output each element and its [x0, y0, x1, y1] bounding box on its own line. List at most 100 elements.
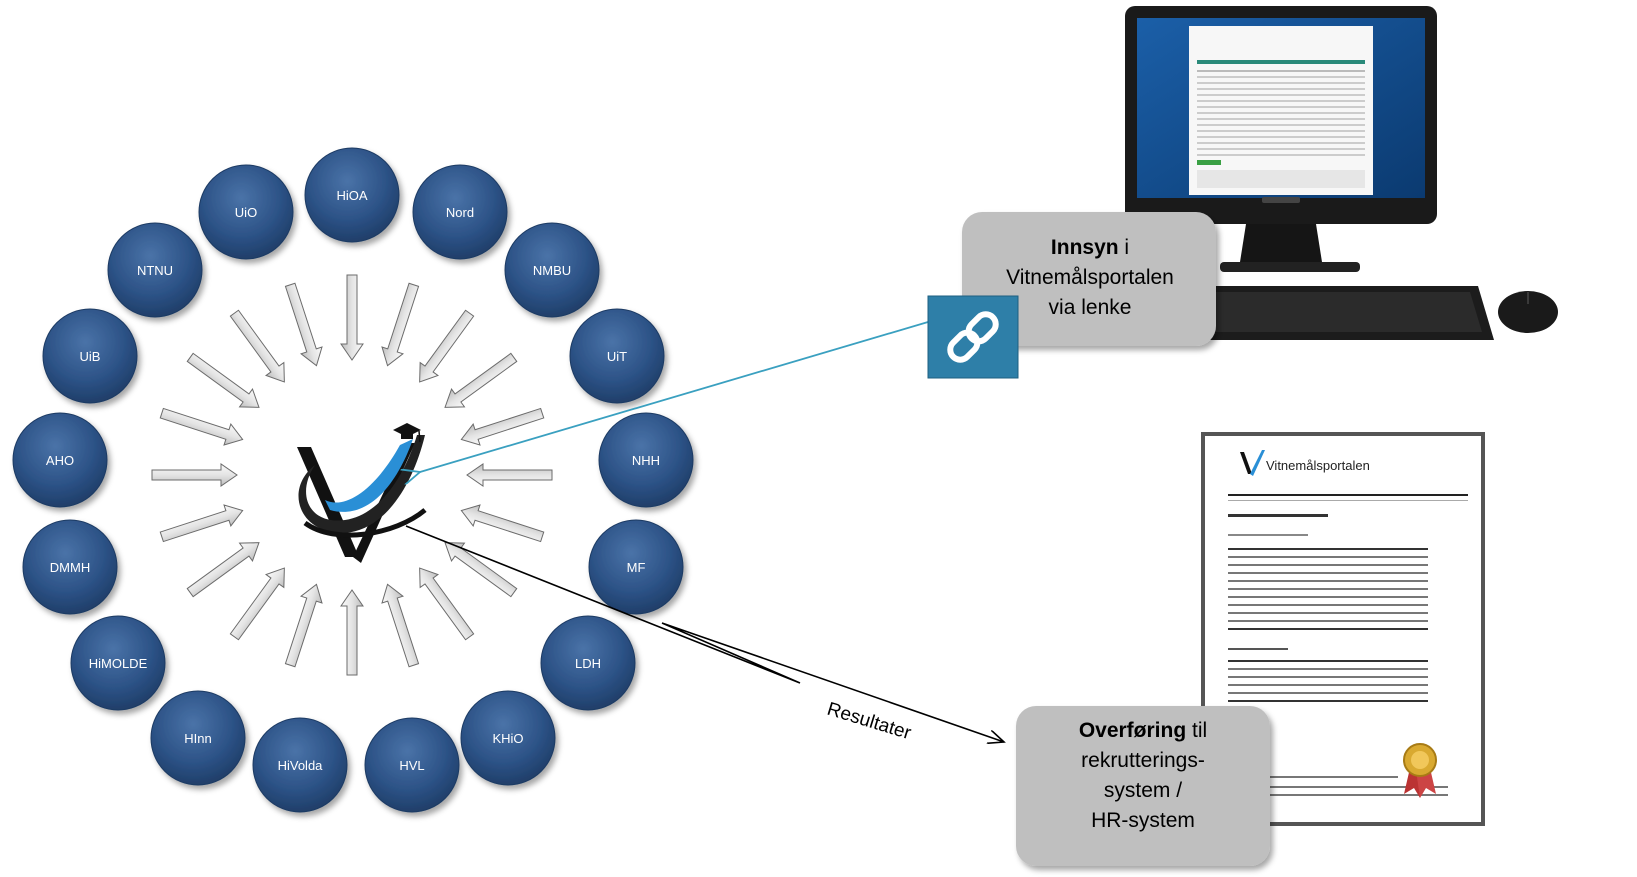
inbound-arrow — [284, 583, 323, 668]
institution-hioa: HiOA — [304, 147, 400, 243]
inbound-arrow — [340, 274, 364, 361]
inbound-arrow — [444, 542, 518, 598]
institution-label: HVL — [399, 758, 424, 773]
chain-link-icon[interactable] — [927, 295, 1019, 379]
inbound-arrow — [186, 542, 260, 598]
institution-circle — [70, 615, 166, 711]
overforing-line2: rekrutterings- — [1081, 749, 1205, 772]
inbound-arrow — [460, 407, 545, 446]
graduation-cap-icon — [393, 423, 421, 443]
innsyn-box — [962, 212, 1216, 346]
institution-dmmh: DMMH — [22, 519, 118, 615]
institution-label: HiOA — [336, 188, 367, 203]
institution-hvl: HVL — [364, 717, 460, 813]
document-logo — [1240, 450, 1265, 476]
institution-circle — [22, 519, 118, 615]
institution-circle — [364, 717, 460, 813]
institution-label: MF — [627, 560, 646, 575]
inbound-arrow — [460, 504, 545, 543]
innsyn-line2: Vitnemålsportalen — [1006, 266, 1174, 289]
inbound-arrow — [229, 309, 285, 383]
institution-label: UiB — [80, 349, 101, 364]
institution-label: UiO — [235, 205, 257, 220]
institution-uit: UiT — [569, 308, 665, 404]
results-document: Vitnemålsportalen — [1201, 432, 1485, 826]
inbound-arrow — [419, 567, 475, 641]
institution-label: KHiO — [492, 731, 523, 746]
institution-label: NHH — [632, 453, 660, 468]
innsyn-bold: Innsyn — [1051, 236, 1119, 259]
institution-ldh: LDH — [540, 615, 636, 711]
institution-khio: KHiO — [460, 690, 556, 786]
inbound-arrow — [444, 352, 518, 408]
institution-circle — [42, 308, 138, 404]
institution-circle — [540, 615, 636, 711]
portal-page-thumbnail — [1197, 60, 1365, 188]
vitnemal-logo-icon — [297, 423, 427, 563]
inbound-arrow — [381, 282, 420, 367]
inbound-arrow — [284, 282, 323, 367]
overforing-line4: HR-system — [1091, 809, 1195, 832]
institution-ntnu: NTNU — [107, 222, 203, 318]
institution-label: HiMOLDE — [89, 656, 148, 671]
institution-label: HiVolda — [278, 758, 324, 773]
institution-label: AHO — [46, 453, 74, 468]
overforing-line3: system / — [1104, 779, 1182, 802]
inbound-arrow — [151, 463, 238, 487]
institution-circle — [412, 164, 508, 260]
institution-label: DMMH — [50, 560, 90, 575]
certificate-seal-icon — [1403, 743, 1437, 798]
institution-mf: MF — [588, 519, 684, 615]
document-table-2 — [1228, 660, 1428, 702]
institution-circle — [598, 412, 694, 508]
institution-nmbu: NMBU — [504, 222, 600, 318]
overforing-line1: Overføring til — [1079, 719, 1207, 742]
institution-circle — [252, 717, 348, 813]
inbound-arrow — [340, 589, 364, 676]
institution-circle — [304, 147, 400, 243]
institution-circle — [150, 690, 246, 786]
overforing-rest: til — [1186, 719, 1207, 742]
inbound-arrow — [159, 504, 244, 543]
institution-label: LDH — [575, 656, 601, 671]
institution-hinn: HInn — [150, 690, 246, 786]
institution-label: HInn — [184, 731, 211, 746]
inbound-arrow — [381, 583, 420, 668]
institution-label: Nord — [446, 205, 474, 220]
institution-uib: UiB — [42, 308, 138, 404]
institution-circle — [12, 412, 108, 508]
inbound-arrows — [151, 274, 553, 676]
results-flow-arrow — [405, 525, 1004, 742]
document-table-1 — [1228, 548, 1428, 630]
institution-label: UiT — [607, 349, 627, 364]
innsyn-rest: i — [1119, 236, 1130, 259]
innsyn-line3: via lenke — [1049, 296, 1132, 319]
institution-circle — [460, 690, 556, 786]
institution-nhh: NHH — [598, 412, 694, 508]
institution-circle — [198, 164, 294, 260]
document-logo-text: Vitnemålsportalen — [1266, 458, 1370, 473]
institution-aho: AHO — [12, 412, 108, 508]
institution-himolde: HiMOLDE — [70, 615, 166, 711]
institution-label: NTNU — [137, 263, 173, 278]
desktop-computer-icon — [1125, 6, 1437, 272]
innsyn-line1: Innsyn i — [1051, 236, 1129, 259]
keyboard-icon — [1166, 286, 1494, 340]
inbound-arrow — [159, 407, 244, 446]
institution-circle — [107, 222, 203, 318]
institution-circle — [504, 222, 600, 318]
mouse-icon — [1498, 291, 1558, 333]
inbound-arrow — [419, 309, 475, 383]
institution-uio: UiO — [198, 164, 294, 260]
institution-hivolda: HiVolda — [252, 717, 348, 813]
overforing-box — [1016, 706, 1270, 866]
inbound-arrow — [186, 352, 260, 408]
institution-nord: Nord — [412, 164, 508, 260]
inbound-arrow — [466, 463, 553, 487]
institution-label: NMBU — [533, 263, 571, 278]
overforing-bold: Overføring — [1079, 719, 1186, 742]
institution-circle — [569, 308, 665, 404]
institution-circle — [588, 519, 684, 615]
